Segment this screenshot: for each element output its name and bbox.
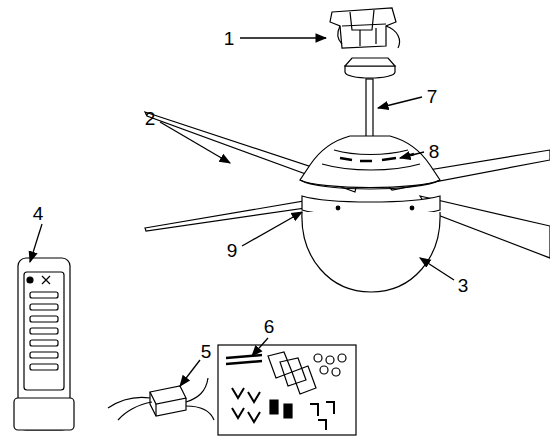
canopy-downrod [345,58,395,137]
callout-number: 4 [33,204,44,223]
glass-globe [302,212,440,292]
callout-number: 1 [224,29,235,48]
callout-number: 8 [429,142,440,161]
callout-number: 7 [427,87,438,106]
mounting-bracket [330,8,400,48]
callout-number: 9 [227,241,238,260]
remote-control [14,258,74,430]
callout-number: 3 [458,276,469,295]
receiver-box [108,378,214,420]
hardware-kit [218,345,356,435]
leader-arrows [30,38,454,386]
callout-number: 5 [201,342,212,361]
callout-number: 2 [145,109,156,128]
motor-housing [300,136,440,189]
callout-number: 6 [264,317,275,336]
